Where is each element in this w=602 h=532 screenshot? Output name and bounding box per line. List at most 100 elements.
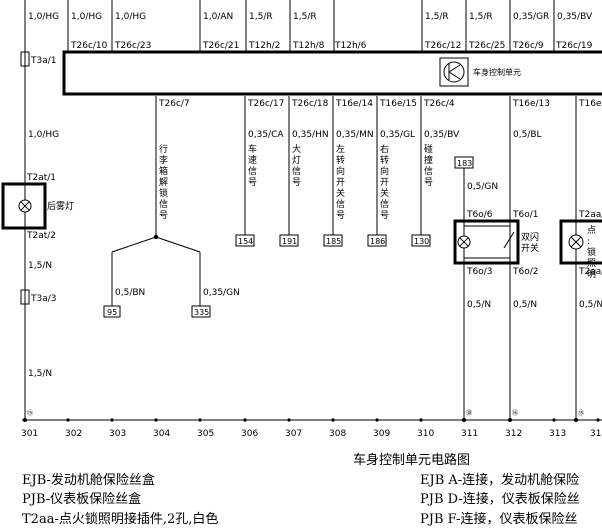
column-number: 308 [329,429,346,439]
signal-trunk-release: 行李箱解锁信号 [159,143,168,221]
column-number: 302 [65,429,82,439]
wire-label: 0,5/BL [513,130,542,140]
top-pin-label: T26c/9 [512,41,544,51]
top-wire-labels: 1,0/HG 1,0/HG 1,0/HG 1,0/AN 1,5/R 1,5/R … [28,12,593,22]
wire-label: 0,35/CA [248,130,284,140]
column-number: 312 [505,429,522,439]
signal-collision: 碰撞信号 [424,143,433,188]
top-wire-label: 1,5/R [249,12,273,22]
ignition-lock-light-frame [559,219,602,265]
junction-dot [153,234,159,240]
top-pin-label: T26c/10 [70,41,108,51]
legend-right: EJB A-连接，发动机舱保险 PJB D-连接，仪表板保险丝 PJB F-连接… [420,472,580,527]
top-pin-label: T26c/19 [555,41,593,51]
signal-headlight: 大灯信号 [292,143,301,188]
ref-box: 95 [107,308,117,317]
bottom-pin-labels: T26c/7 T26c/17 T26c/18 T16e/14 T16e/15 T… [158,99,602,109]
column-number: 303 [109,429,126,439]
top-pin-label: T26c/25 [468,41,505,51]
pin-label: T6o/6 [466,210,493,220]
legend-item: EJB A-连接，发动机舱保险 [420,472,579,488]
ref-box: 191 [282,237,297,246]
ground-mark: ⑮ [578,409,584,417]
top-wire-label: 1,0/HG [28,12,59,22]
top-wire-label: 1,5/R [425,12,449,22]
wire-label: 1,0/HG [28,130,59,140]
wire-label: 0,35/GN [203,288,240,298]
top-wire-label: 0,35/GR [513,12,549,22]
lamp-label: 后雾灯 [47,201,74,212]
reference-boxes: 154 191 185 186 130 183 95 335 [103,156,474,318]
top-wire-label: 1,0/HG [115,12,146,22]
column-number: 310 [417,429,434,439]
unit-label: 车身控制单元 [473,67,521,77]
wire-label: 0,35/MN [336,130,374,140]
bottom-pin-label: T26c/4 [423,99,455,109]
bottom-wire-labels: 0,35/CA 0,35/HN 0,35/MN 0,35/GL 0,35/BV … [248,130,542,140]
fuse-top [20,51,30,67]
signal-left-turn: 左转向开关信号 [336,143,345,221]
ref-box: 154 [238,237,253,246]
column-number: 309 [373,429,390,439]
wire-label: 0,5/N [513,300,537,310]
wire-label: 0,35/GL [380,130,415,140]
column-numbers: 301 302 303 304 305 306 307 308 309 310 … [21,429,601,439]
top-pin-label: T12h/6 [334,41,367,51]
signal-right-turn: 右转向开关信号 [380,143,389,221]
top-wire-label: 1,5/R [293,12,317,22]
lock-lamp-icon [568,234,584,250]
bottom-pin-label: T26c/7 [158,99,190,109]
ref-box: 335 [194,308,209,317]
ref-box: 183 [457,159,472,168]
fuse-label: T3a/1 [30,56,57,66]
ecu-symbol-icon [439,57,469,87]
wire-label: 0,5/GN [467,182,498,192]
switch-lamp-icon [457,235,471,249]
ref-box: 186 [370,237,385,246]
wire-label: 0,5/N [579,300,602,310]
bottom-pin-label: T16e/13 [512,99,550,109]
bottom-pin-label: T26c/18 [291,99,329,109]
wiring [24,0,577,420]
signal-vehicle-speed: 车速信号 [248,143,257,188]
top-pin-label: T26c/21 [202,41,239,51]
wire-label: 0,35/BV [424,130,460,140]
column-number: 307 [285,429,302,439]
pin-label: T6o/3 [466,267,493,277]
connector-label: T2at/2 [26,231,56,241]
top-wire-label: 1,5/R [469,12,493,22]
fuse-label: T3a/3 [30,294,57,304]
top-pin-label: T26c/12 [424,41,461,51]
column-number: 301 [21,429,38,439]
column-number: 305 [197,429,214,439]
bottom-pin-label: T16e/15 [379,99,417,109]
column-number: 313 [549,429,566,439]
bottom-pin-label: T16e [578,99,602,109]
lamp-icon [18,184,32,228]
ground-mark: ㊳ [466,409,472,417]
wire-label: 0,35/HN [292,130,329,140]
switch-label: 双闪开关 [521,232,539,254]
pin-label: T6o/1 [512,210,539,220]
ref-box: 185 [326,237,341,246]
legend-left: EJB-发动机舱保险丝盒 PJB-仪表板保险丝盒 T2aa-点火锁照明接插件,2… [22,472,218,527]
pin-label: T6o/2 [512,267,539,277]
bottom-pin-label: T16e/14 [335,99,373,109]
column-number: 311 [461,429,478,439]
wire-label: 0,5/N [467,300,491,310]
top-pin-label: T12h/2 [248,41,280,51]
column-number: 31 [590,429,601,439]
ground-mark: ⑯ [512,409,518,417]
top-wire-label: 0,35/BV [557,12,593,22]
column-number: 306 [241,429,258,439]
legend-item: PJB D-连接，仪表板保险丝 [420,491,580,507]
hazard-switch-frame [453,219,520,265]
pin-label: T2aa/ [578,267,602,277]
wire-label: 1,5/N [28,261,52,271]
bus-ticks [23,418,600,422]
top-pin-labels: T26c/10 T26c/23 T26c/21 T12h/2 T12h/8 T1… [70,41,593,51]
top-wire-label: 1,0/HG [71,12,102,22]
ground-mark: ⑮ [27,409,33,417]
legend-item: PJB F-连接，仪表板保险丝 [420,511,577,527]
